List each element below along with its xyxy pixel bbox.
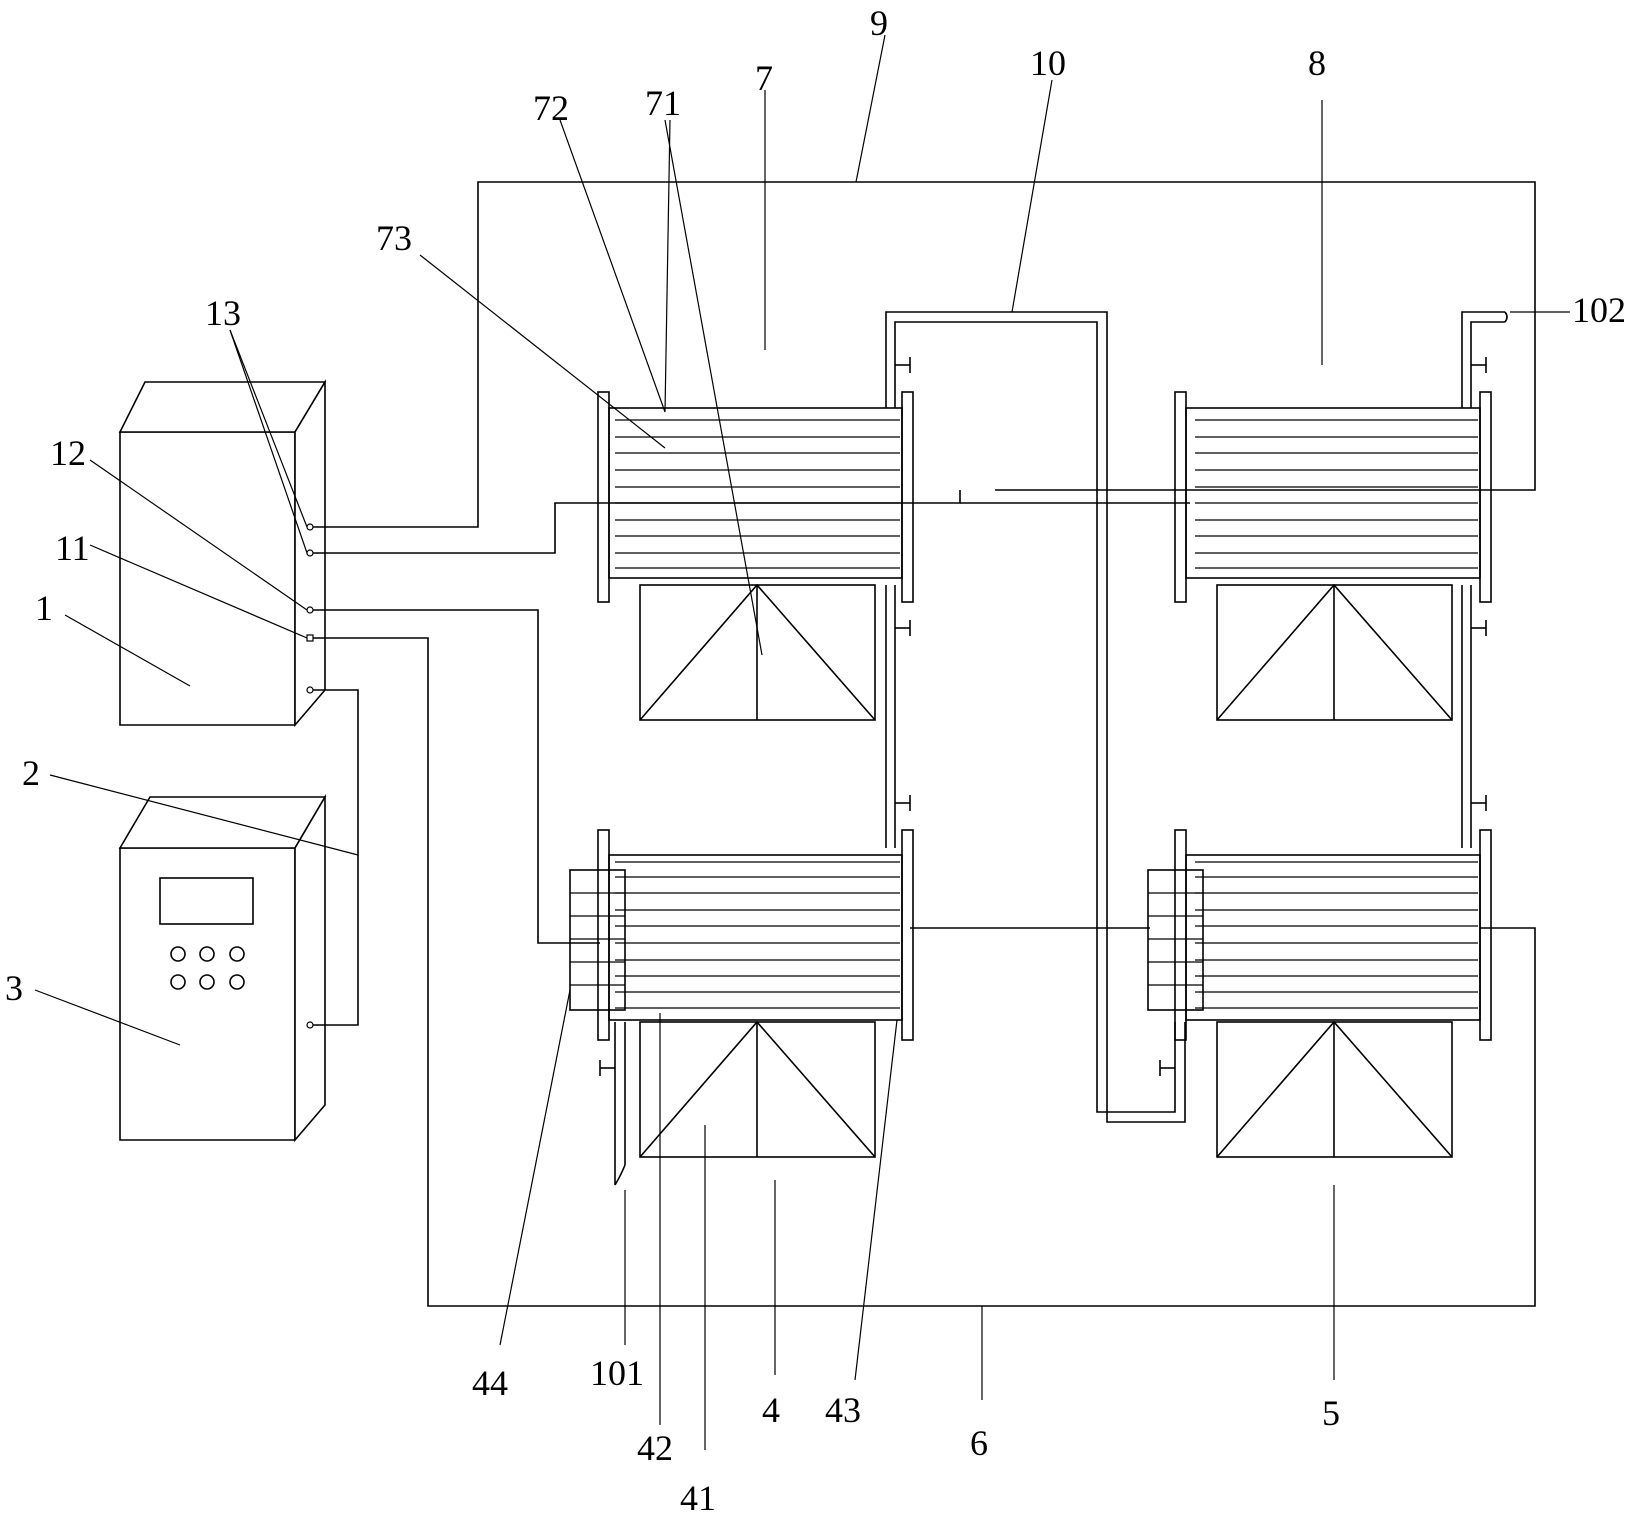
label-3: 3 <box>5 968 23 1008</box>
cabinet-1 <box>118 379 327 728</box>
label-7: 7 <box>755 58 773 98</box>
unit-5 <box>1147 829 1492 1158</box>
wiring <box>313 181 1536 1307</box>
unit-8 <box>1174 391 1492 721</box>
label-44: 44 <box>472 1363 508 1403</box>
unit-4 <box>569 829 914 1158</box>
label-72: 72 <box>533 88 569 128</box>
label-71: 71 <box>645 83 681 123</box>
label-10: 10 <box>1030 43 1066 83</box>
label-73: 73 <box>376 218 412 258</box>
label-5: 5 <box>1322 1393 1340 1433</box>
unit-7 <box>597 391 914 721</box>
label-11: 11 <box>55 528 90 568</box>
label-101: 101 <box>590 1353 644 1393</box>
label-12: 12 <box>50 433 86 473</box>
pipes <box>599 311 1508 1186</box>
label-9: 9 <box>870 3 888 43</box>
control-box-3 <box>118 794 327 1143</box>
label-41: 41 <box>680 1478 716 1518</box>
label-6: 6 <box>970 1423 988 1463</box>
label-42: 42 <box>637 1428 673 1468</box>
display-screen <box>159 877 254 925</box>
reference-labels: 9 10 7 8 71 72 73 13 12 11 1 2 3 102 44 … <box>5 3 1626 1518</box>
label-4: 4 <box>762 1390 780 1430</box>
label-13: 13 <box>205 293 241 333</box>
label-43: 43 <box>825 1390 861 1430</box>
label-8: 8 <box>1308 43 1326 83</box>
label-1: 1 <box>35 588 53 628</box>
label-2: 2 <box>22 753 40 793</box>
label-102: 102 <box>1572 290 1626 330</box>
leader-lines <box>34 34 1570 1450</box>
